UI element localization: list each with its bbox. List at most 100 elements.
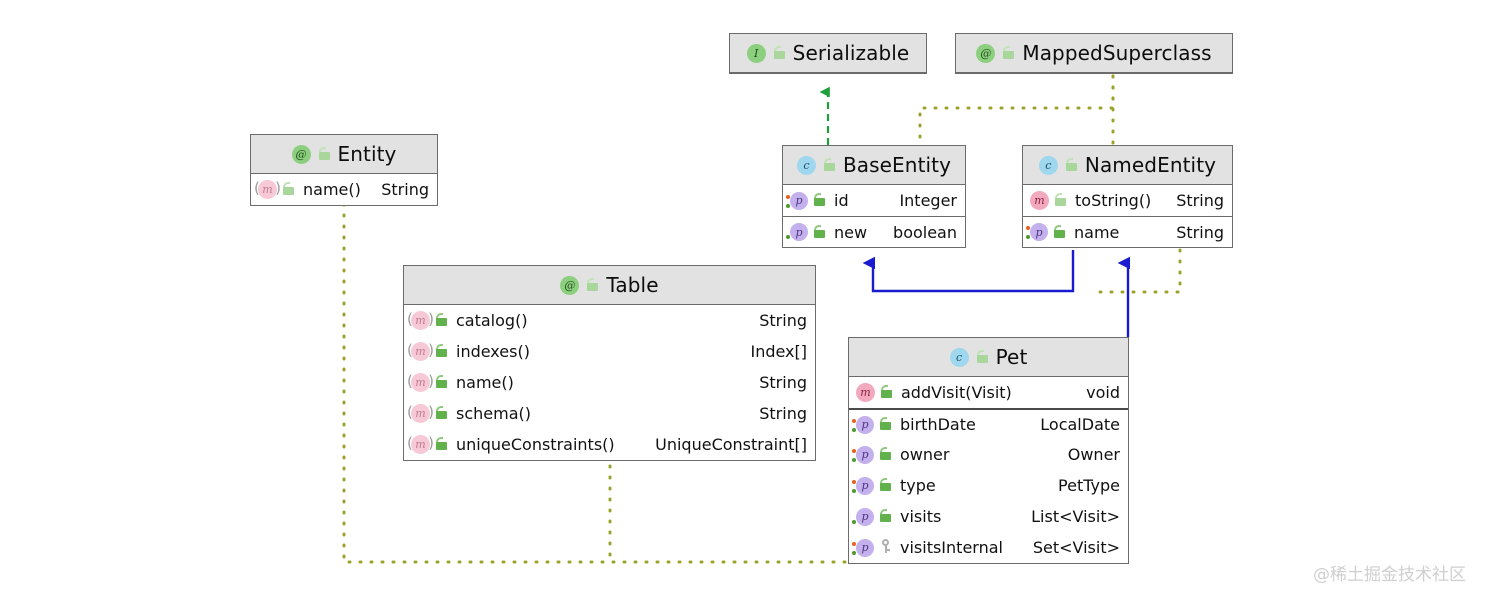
- member-name: indexes(): [456, 342, 530, 361]
- member-name: type: [900, 476, 936, 495]
- member-row[interactable]: m indexes() Index[]: [404, 336, 815, 367]
- annotation-icon: @: [291, 144, 311, 164]
- member-row[interactable]: p visitsInternal Set<Visit>: [849, 532, 1128, 563]
- edge-namedentity-pet: [1091, 248, 1182, 294]
- class-name-serializable: Serializable: [792, 41, 910, 65]
- member-row[interactable]: p visits List<Visit>: [849, 501, 1128, 532]
- public-lock-icon: [282, 180, 295, 199]
- member-list-pet: m addVisit(Visit) void p birthDate Local…: [849, 377, 1128, 563]
- class-header-entity: @ Entity: [251, 135, 437, 174]
- public-lock-icon: [879, 507, 892, 526]
- class-box-namedentity[interactable]: c NamedEntity m toString() String p name…: [1022, 145, 1233, 248]
- class-box-mappedsuperclass[interactable]: @ MappedSuperclass: [955, 33, 1233, 74]
- member-list-namedentity: m toString() String p name String: [1023, 185, 1232, 247]
- member-row[interactable]: p name String: [1023, 216, 1232, 247]
- abstract-method-icon: m: [254, 180, 281, 199]
- abstract-method-icon: m: [407, 311, 434, 330]
- public-lock-icon: [823, 156, 836, 175]
- edge-namedentity-baseentity: [862, 250, 1075, 293]
- member-row[interactable]: m name() String: [251, 174, 437, 205]
- class-box-serializable[interactable]: I Serializable: [729, 33, 927, 74]
- public-lock-icon: [1053, 223, 1066, 242]
- public-lock-icon: [318, 145, 331, 164]
- member-row[interactable]: p owner Owner: [849, 439, 1128, 470]
- edge-mappedsuperclass-baseentity: [918, 74, 1115, 147]
- member-name: schema(): [456, 404, 531, 423]
- abstract-method-icon: m: [407, 435, 434, 454]
- member-name: id: [834, 191, 849, 210]
- member-type: String: [759, 404, 807, 423]
- member-type: Set<Visit>: [1032, 538, 1120, 557]
- public-lock-icon: [976, 348, 989, 367]
- member-row[interactable]: m schema() String: [404, 398, 815, 429]
- member-list-table: m catalog() String m indexes() Index[] m…: [404, 305, 815, 460]
- class-header-serializable: I Serializable: [730, 34, 926, 73]
- property-icon: p: [1026, 223, 1048, 241]
- member-row[interactable]: p new boolean: [783, 216, 965, 247]
- public-lock-icon: [435, 342, 448, 361]
- member-name: name: [1074, 222, 1120, 242]
- class-box-entity[interactable]: @ Entity m name() String: [250, 134, 438, 206]
- public-lock-icon: [435, 311, 448, 330]
- member-row[interactable]: m name() String: [404, 367, 815, 398]
- member-name: catalog(): [456, 311, 528, 330]
- member-name: name(): [303, 180, 361, 199]
- class-box-table[interactable]: @ Table m catalog() String m indexes() I…: [403, 265, 816, 461]
- public-lock-icon: [435, 373, 448, 392]
- member-row[interactable]: p id Integer: [783, 185, 965, 216]
- interface-icon: I: [746, 43, 766, 63]
- abstract-method-icon: m: [407, 404, 434, 423]
- member-row[interactable]: m addVisit(Visit) void: [849, 377, 1128, 408]
- abstract-method-icon: m: [407, 373, 434, 392]
- member-type: String: [759, 311, 807, 330]
- member-type: List<Visit>: [1031, 507, 1120, 526]
- public-lock-icon: [880, 383, 893, 402]
- public-lock-icon: [879, 415, 892, 434]
- class-icon: c: [796, 155, 816, 175]
- class-name-entity: Entity: [337, 142, 397, 166]
- member-type: Index[]: [750, 342, 807, 361]
- class-header-pet: c Pet: [849, 338, 1128, 377]
- class-header-table: @ Table: [404, 266, 815, 305]
- property-icon: p: [852, 415, 874, 434]
- class-name-mappedsuperclass: MappedSuperclass: [1022, 41, 1212, 65]
- member-name: name(): [456, 373, 514, 392]
- member-name: toString(): [1075, 191, 1152, 210]
- member-row[interactable]: m catalog() String: [404, 305, 815, 336]
- member-type: String: [381, 180, 429, 199]
- member-row[interactable]: p birthDate LocalDate: [849, 408, 1128, 439]
- public-lock-icon: [879, 445, 892, 464]
- member-type: LocalDate: [1040, 415, 1120, 434]
- member-name: new: [834, 222, 868, 242]
- class-icon: c: [1038, 155, 1058, 175]
- public-lock-icon: [773, 44, 786, 63]
- public-lock-icon: [1065, 156, 1078, 175]
- member-name: owner: [900, 445, 950, 464]
- property-icon: p: [852, 445, 874, 464]
- property-icon: p: [852, 538, 874, 557]
- class-icon: c: [949, 347, 969, 367]
- member-row[interactable]: m uniqueConstraints() UniqueConstraint[]: [404, 429, 815, 460]
- member-type: void: [1086, 383, 1120, 402]
- property-icon: p: [786, 191, 808, 210]
- member-row[interactable]: p type PetType: [849, 470, 1128, 501]
- property-icon: p: [852, 507, 874, 526]
- member-name: addVisit(Visit): [901, 383, 1012, 402]
- member-type: String: [1176, 191, 1224, 210]
- member-list-entity: m name() String: [251, 174, 437, 205]
- member-name: visits: [900, 507, 942, 526]
- public-lock-icon: [813, 223, 826, 242]
- class-header-namedentity: c NamedEntity: [1023, 146, 1232, 185]
- class-box-pet[interactable]: c Pet m addVisit(Visit) void p birthDate…: [848, 337, 1129, 564]
- member-list-baseentity: p id Integer p new boolean: [783, 185, 965, 247]
- public-lock-icon: [1054, 191, 1067, 210]
- private-key-icon: [879, 538, 892, 557]
- class-box-baseentity[interactable]: c BaseEntity p id Integer p new boolean: [782, 145, 966, 248]
- annotation-icon: @: [560, 275, 580, 295]
- member-row[interactable]: m toString() String: [1023, 185, 1232, 216]
- public-lock-icon: [586, 276, 599, 295]
- member-name: birthDate: [900, 415, 976, 434]
- method-icon: m: [1030, 191, 1049, 210]
- class-name-table: Table: [606, 273, 659, 297]
